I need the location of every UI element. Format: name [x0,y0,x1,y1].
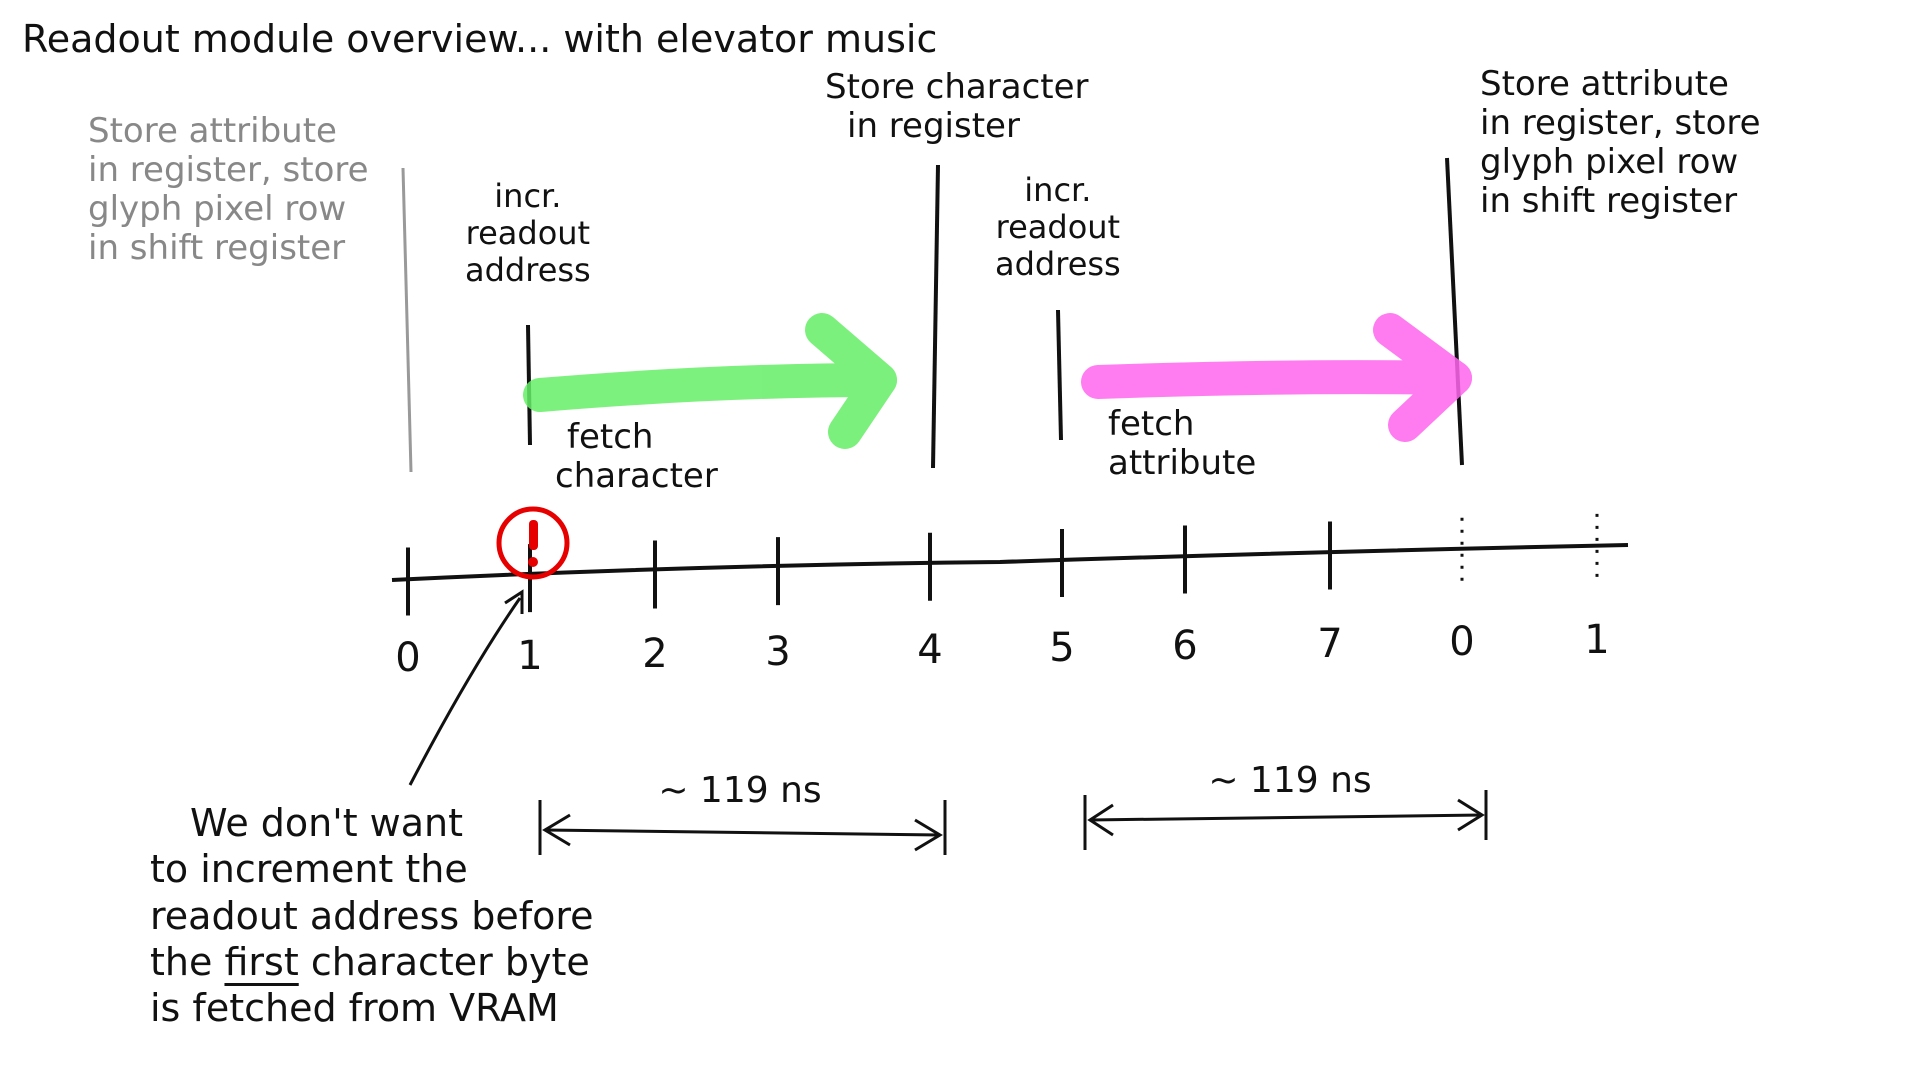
store-char-line-2: in register [847,106,1020,147]
prev-store-line-4: in shift register [88,228,346,269]
store-character-label: Store character in register [825,67,1089,147]
incr1-line-2: readout [465,213,591,252]
note-line-3: readout address before [150,893,594,938]
prev-store-line-2: in register, store [88,150,369,191]
fetch-attr-line-2: attribute [1108,443,1257,484]
incr-readout-label-1: incr. readout address [465,178,591,288]
timeline-tick-label-9: 1 [1584,617,1610,663]
timeline-tick-label-7: 7 [1317,621,1343,667]
fetch-char-line-2: character [555,456,718,497]
store-attr-line-3: glyph pixel row [1480,142,1739,183]
note-line-1: We don't want [190,801,464,845]
fetch-attribute-label: fetch attribute [1108,404,1257,484]
timeline-tick-label-5: 5 [1049,625,1075,671]
duration-label-2: ~ 119 ns [1208,760,1372,801]
duration-bracket-2 [1083,790,1488,850]
note-line-4: the first character byte [150,939,594,985]
timeline-tick-label-4: 4 [917,627,943,673]
timeline-tick-label-3: 3 [765,629,791,675]
fetch-char-line-1: fetch [567,417,654,457]
prev-store-line-3: glyph pixel row [88,189,347,230]
incr1-line-1: incr. [494,177,562,215]
event-line-store-attr [1445,157,1464,466]
timeline-tick-label-6: 6 [1172,623,1198,669]
event-line-store-char [931,164,940,469]
timeline-tick-label-8: 0 [1449,619,1475,665]
note-line-4-prefix: the [150,940,213,985]
duration-bracket-1 [538,800,947,855]
note-line-5: is fetched from VRAM [150,986,559,1031]
store-attr-line-1: Store attribute [1480,64,1729,104]
note-line-4-suffix: character byte [310,940,590,985]
store-attr-line-4: in shift register [1480,181,1738,222]
note-first-emphasis: first [224,940,299,985]
incr2-line-2: readout [995,207,1121,246]
note-pointer-arrow [408,589,524,786]
fetch-attr-line-1: fetch [1108,404,1195,444]
page-title: Readout module overview... with elevator… [22,17,938,61]
duration-label-1: ~ 119 ns [658,770,822,811]
timeline-tick-label-2: 2 [642,631,668,677]
fetch-character-arrow [523,313,897,449]
fetch-character-label: fetch character [555,417,718,497]
timeline-tick-label-1: 1 [517,633,543,679]
store-char-line-1: Store character [825,67,1089,107]
event-line-prev-store [401,167,413,473]
note-text: We don't want to increment the readout a… [150,800,594,1032]
warning-marker [496,506,570,580]
incr2-line-3: address [995,244,1121,283]
timeline-tick-label-0: 0 [395,635,421,681]
incr1-line-3: address [465,250,591,289]
note-line-2: to increment the [150,847,468,892]
incr-readout-label-2: incr. readout address [995,172,1121,282]
prev-store-line-1: Store attribute [88,111,337,151]
store-attr-line-2: in register, store [1480,103,1761,144]
incr2-line-1: incr. [1024,171,1092,209]
store-attribute-label: Store attribute in register, store glyph… [1480,64,1761,222]
timeline-axis [391,543,1629,582]
event-line-incr-2 [1056,309,1063,441]
prev-store-attribute-label: Store attribute in register, store glyph… [88,111,369,269]
fetch-attribute-arrow [1081,313,1472,442]
